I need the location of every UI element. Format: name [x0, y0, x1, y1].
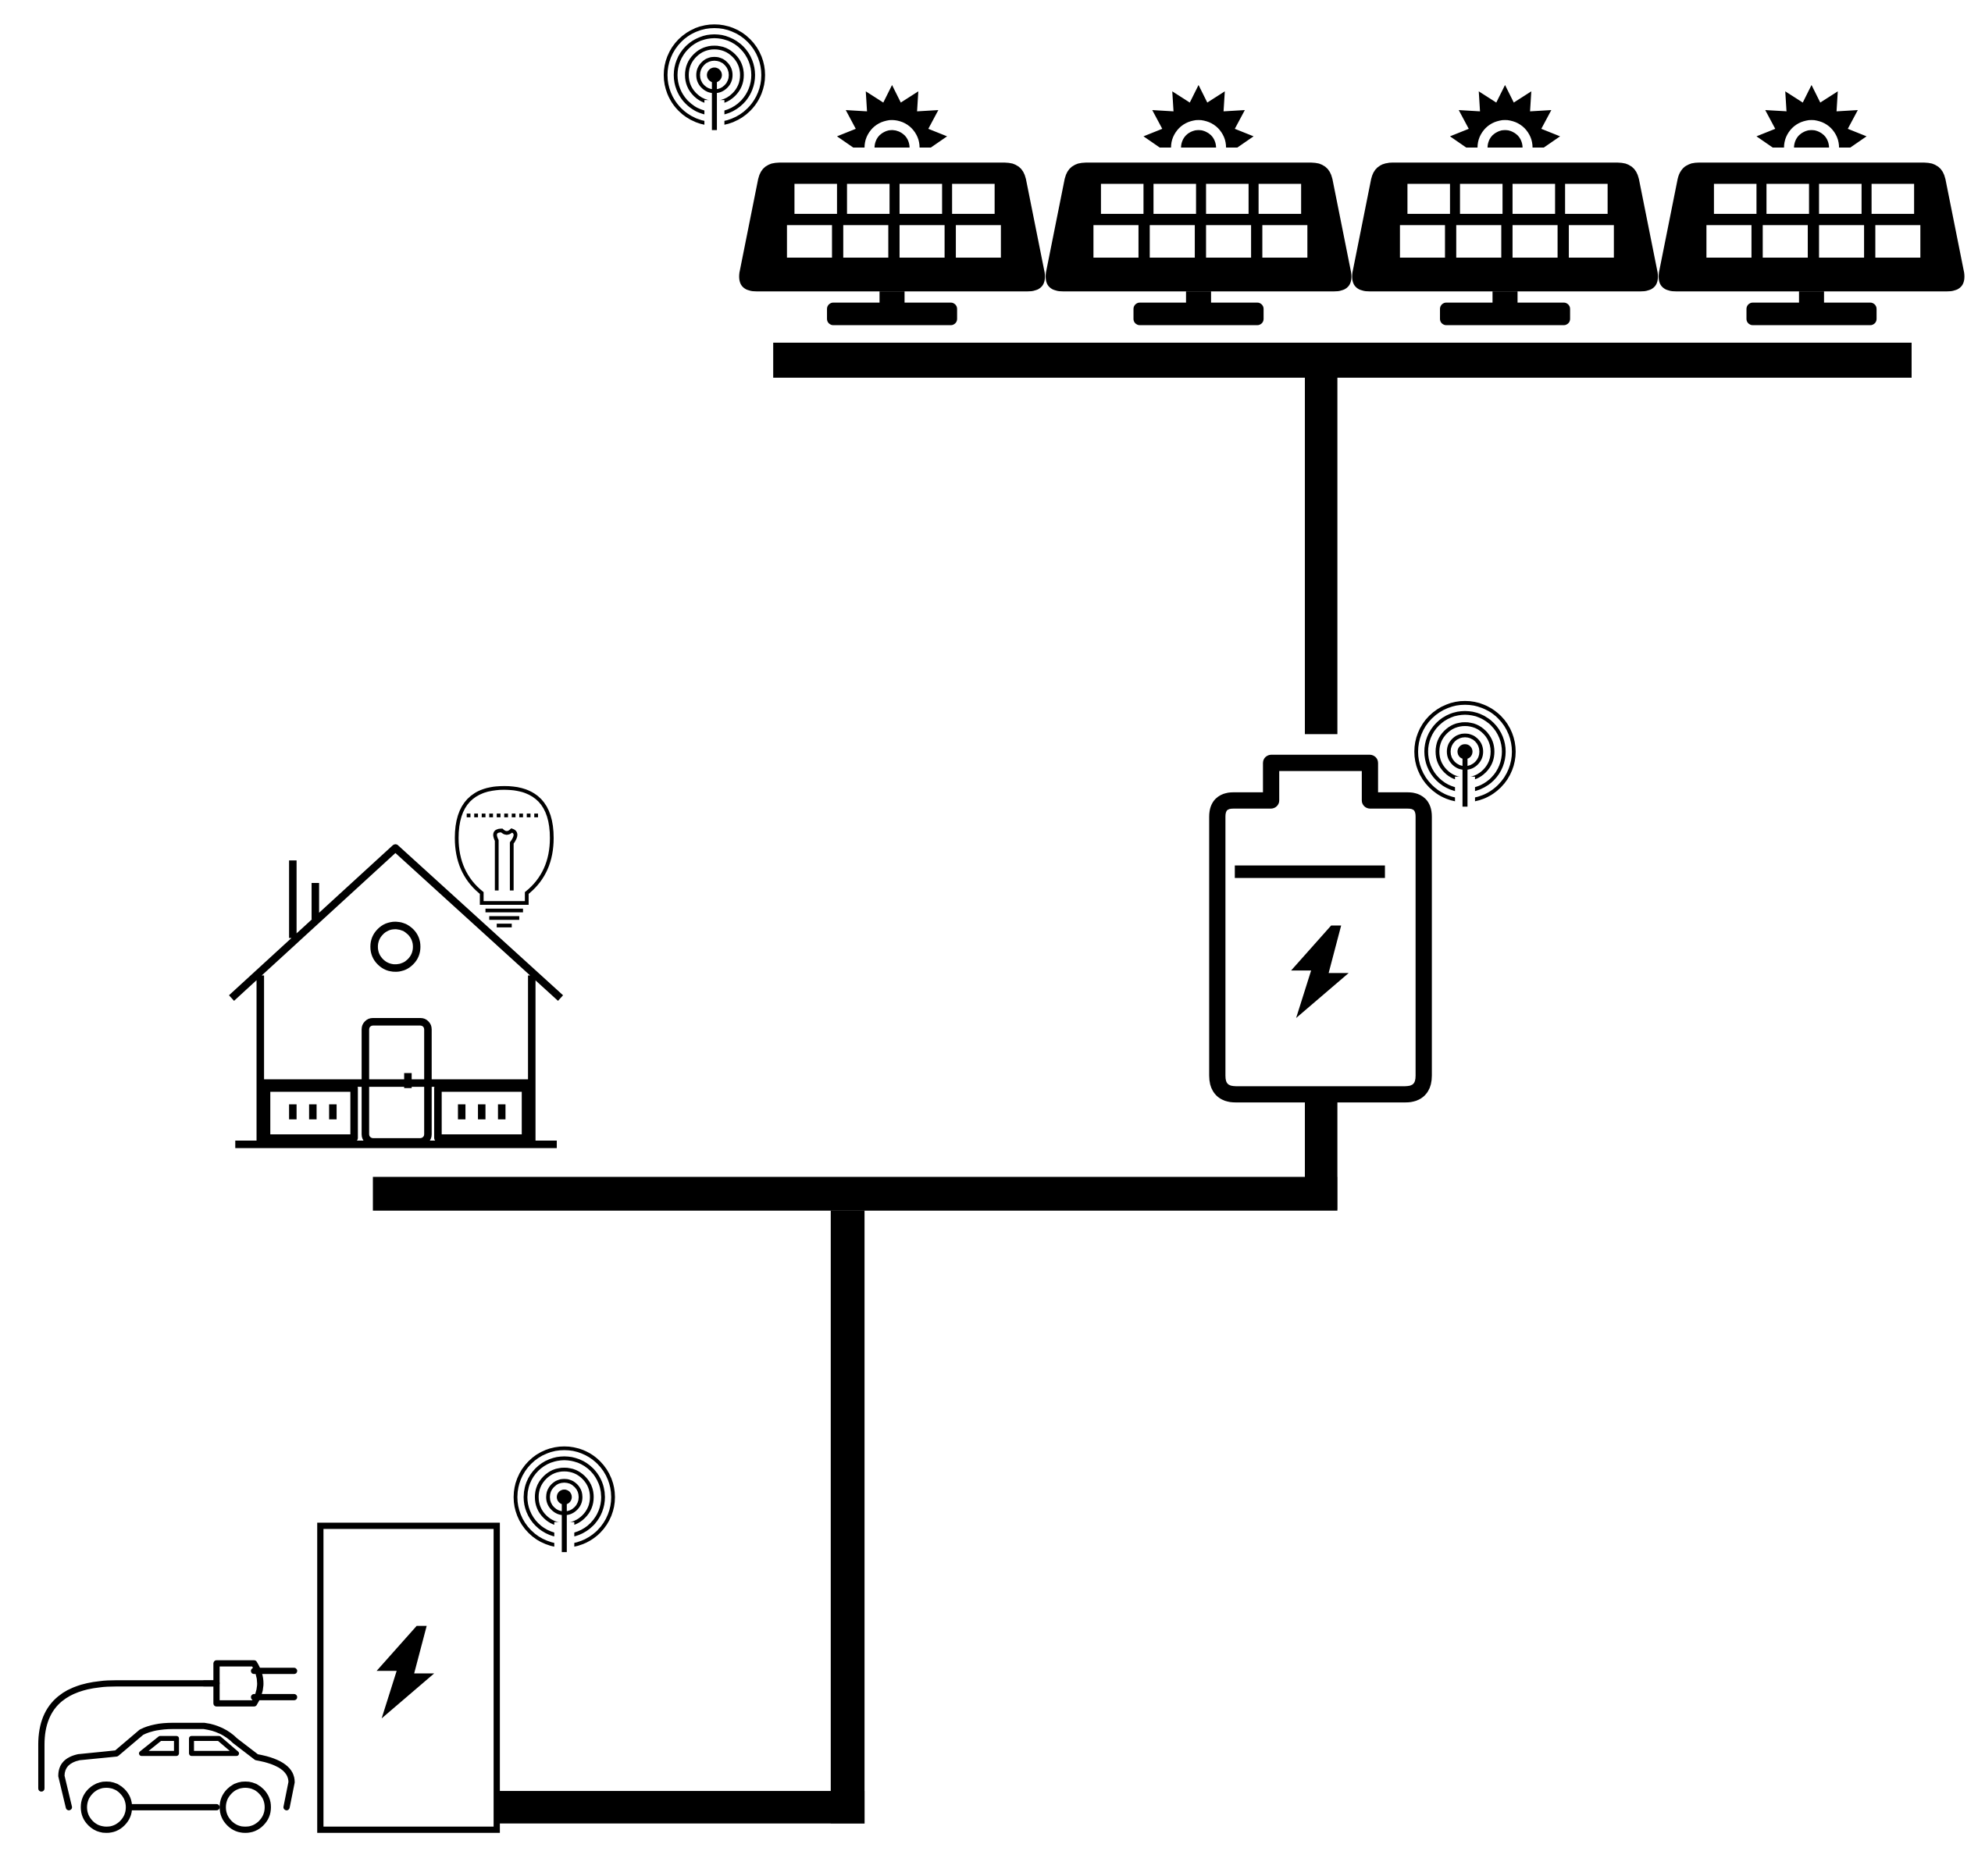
ev-charger-icon	[317, 1448, 613, 1833]
solar-panel-icon	[739, 84, 1046, 326]
solar-bus-bar	[773, 342, 1912, 378]
battery-icon	[1209, 703, 1514, 1103]
wireless-signal-icon	[515, 1448, 613, 1560]
solar-panel-icon	[1046, 84, 1352, 326]
solar-panel-icon	[1352, 84, 1659, 326]
electric-car-icon	[37, 1660, 298, 1833]
solar-to-battery-line	[1305, 375, 1338, 735]
solar-panel-icon	[1659, 84, 1965, 326]
house-icon	[229, 844, 564, 1148]
wireless-signal-icon	[665, 27, 763, 138]
lightbulb-icon	[454, 785, 554, 927]
solar-array	[665, 27, 1965, 326]
wireless-signal-icon	[1417, 703, 1514, 814]
house-bus-bar	[372, 1177, 1338, 1211]
bus-to-charger-line	[830, 1210, 865, 1824]
charger-feed-line	[497, 1791, 865, 1824]
power-lines	[372, 342, 1912, 1824]
